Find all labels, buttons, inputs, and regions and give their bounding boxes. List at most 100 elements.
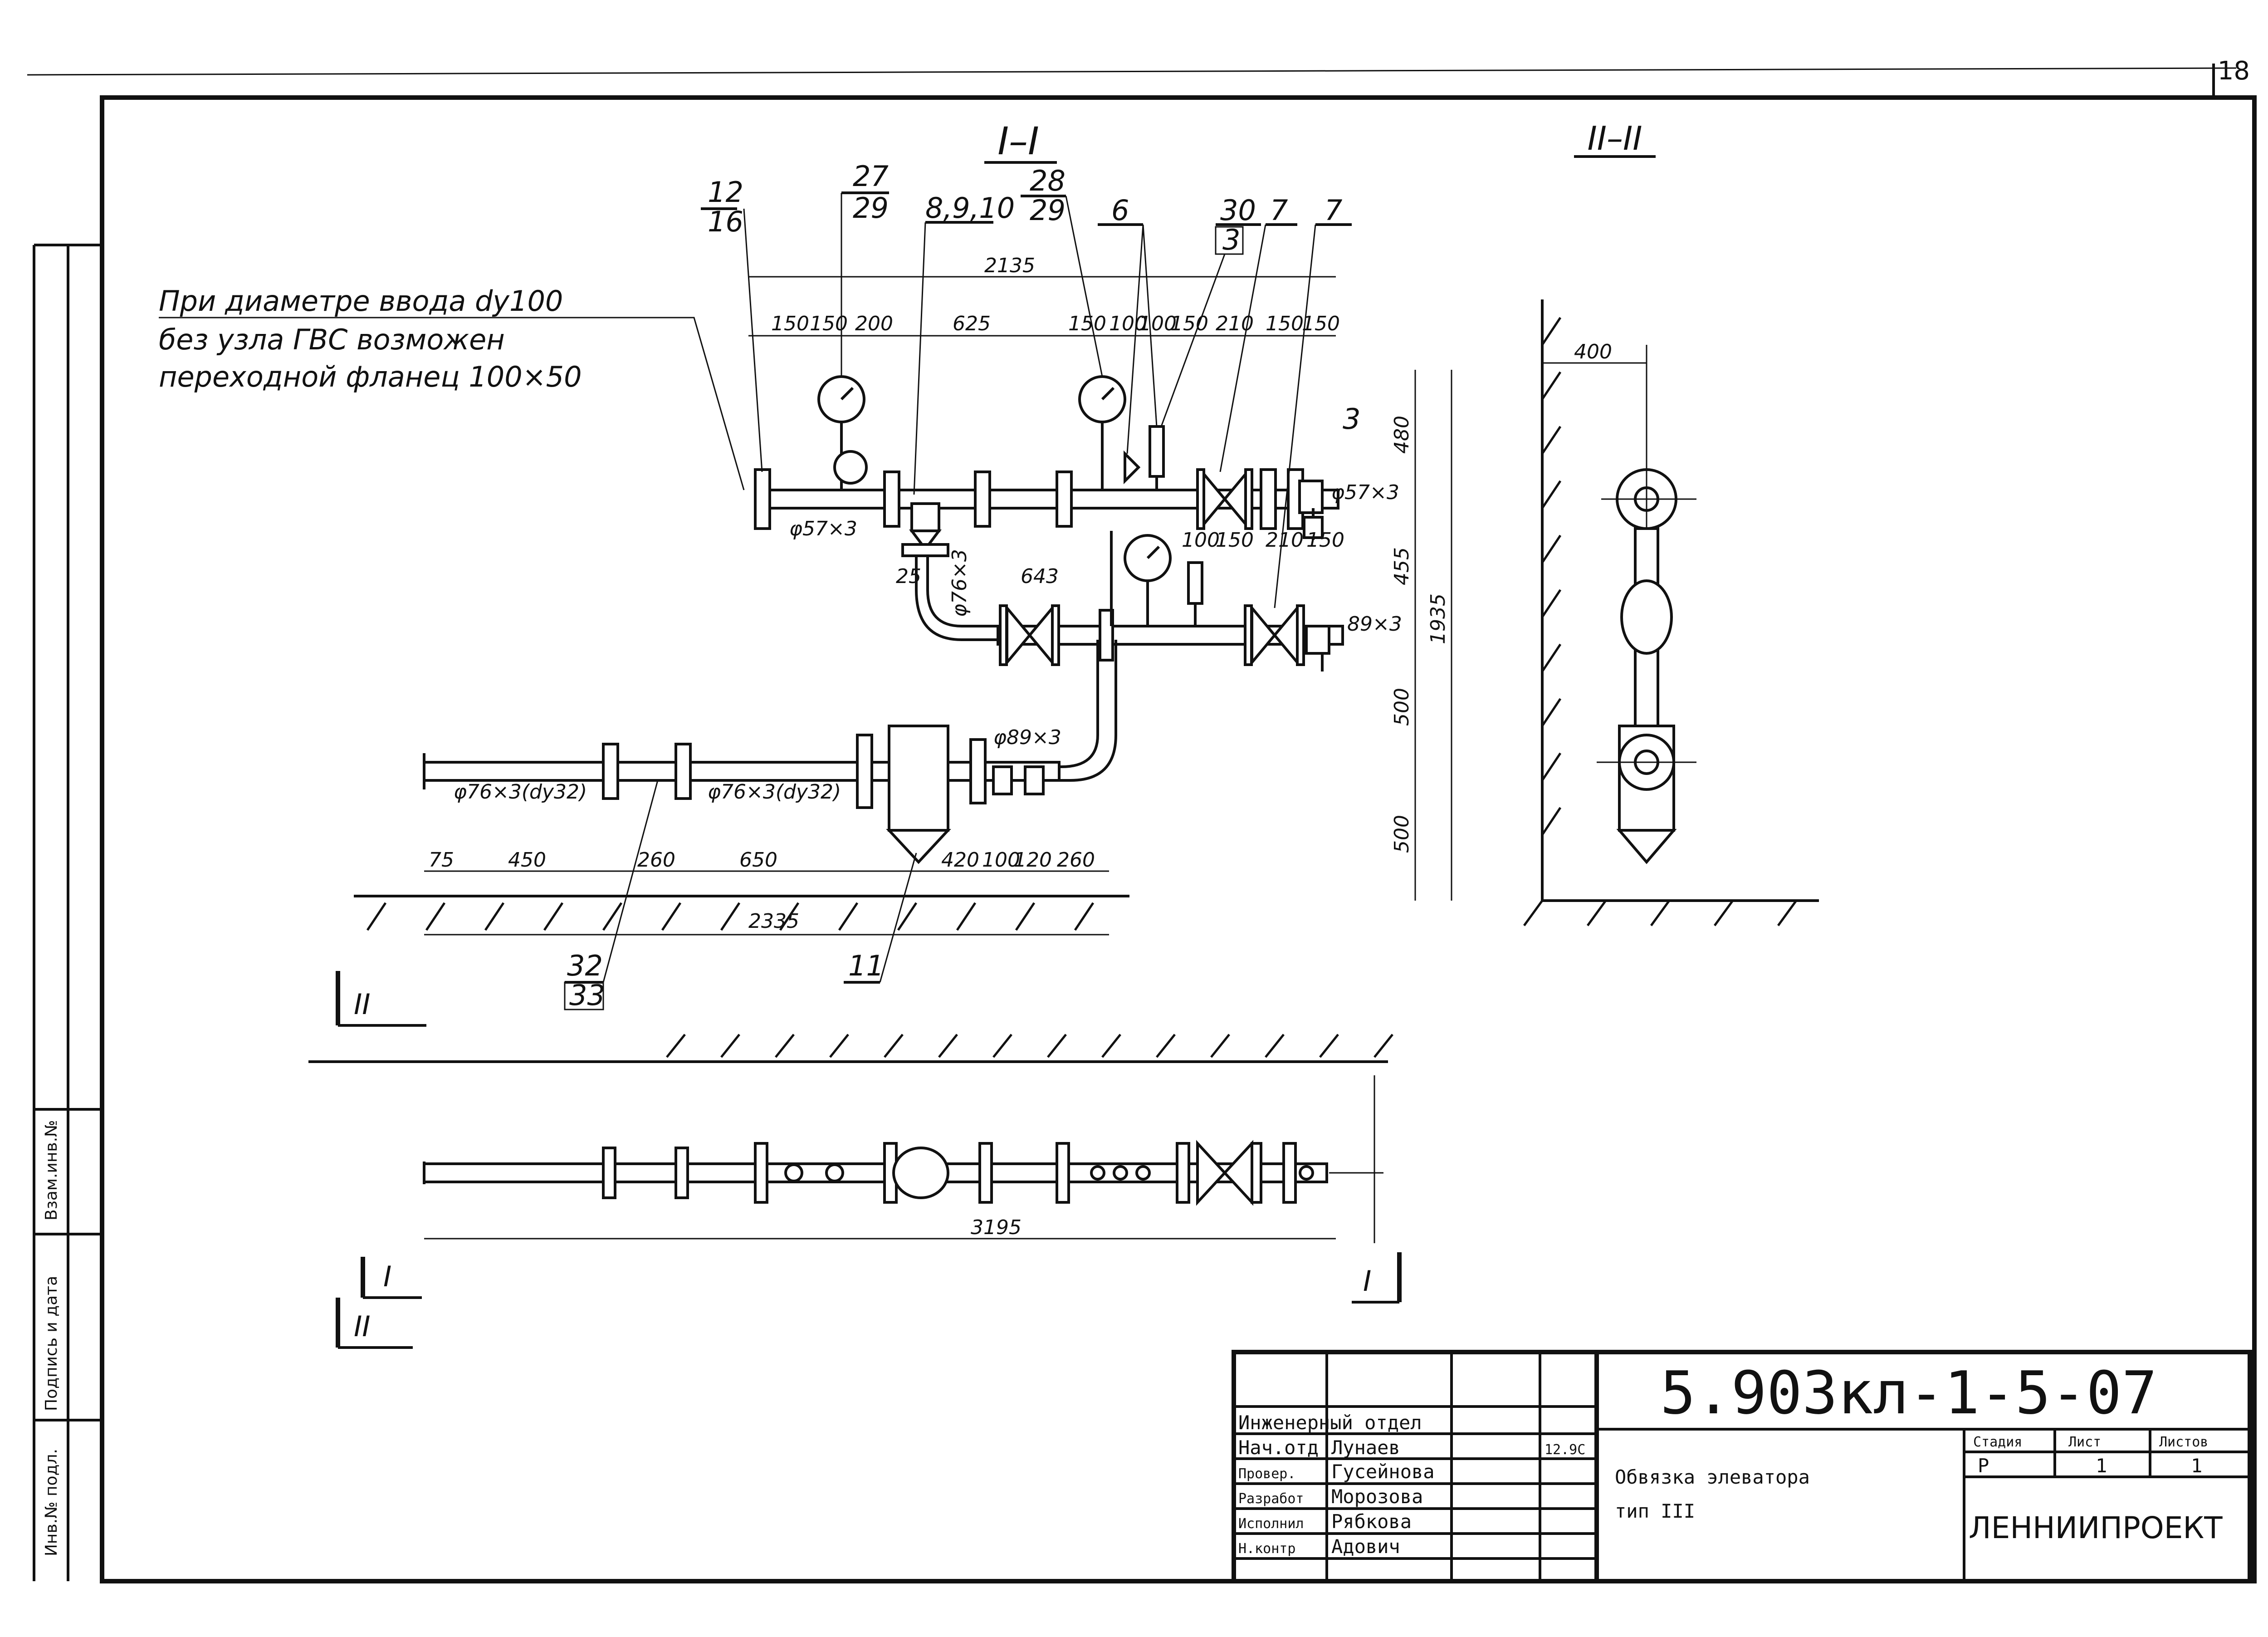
callout-32: 32: [567, 949, 603, 982]
side-stamp-inv: Инв.№ подл.: [42, 1449, 61, 1556]
title-line-1: Обвязка элеватора: [1615, 1466, 1810, 1488]
role-5: Н.контр: [1238, 1541, 1295, 1557]
callout-30: 30: [1220, 194, 1256, 227]
dim-260a: 260: [637, 848, 675, 872]
role-2: Провер.: [1238, 1466, 1295, 1482]
callout-29b: 29: [1030, 194, 1066, 227]
note-line-3: переходной фланец 100×50: [159, 360, 582, 393]
pipe-57a: φ57×3: [789, 517, 857, 540]
name-1: Лунаев: [1331, 1436, 1400, 1459]
date: 12.9С: [1545, 1442, 1585, 1458]
section-title-1: I–I: [997, 119, 1039, 163]
callout-12: 12: [708, 176, 743, 209]
callout-16: 16: [708, 205, 743, 238]
cut-mark-2-top: II: [354, 988, 371, 1021]
name-3: Морозова: [1331, 1485, 1423, 1508]
dim-260b: 260: [1057, 848, 1095, 872]
role-4: Исполнил: [1238, 1516, 1304, 1532]
pipe-76a: φ76×3: [948, 549, 971, 617]
sheet-value: 1: [2096, 1455, 2107, 1477]
dim-643: 643: [1021, 565, 1059, 588]
dim-100b: 100: [1139, 312, 1177, 335]
stage-label: Стадия: [1973, 1434, 2022, 1450]
dim-100a: 100: [1109, 312, 1147, 335]
dim-150f: 150: [1302, 312, 1340, 335]
callout-6: 6: [1111, 194, 1129, 227]
dim-150c: 150: [1068, 312, 1106, 335]
pipe-57b: φ57×3: [1331, 481, 1399, 504]
side-stamp-replace: Взам.инв.№: [42, 1120, 61, 1220]
dim-150h: 150: [1306, 529, 1344, 552]
page-number: 18: [2218, 56, 2250, 86]
side-stamp-sign: Подпись и дата: [42, 1276, 61, 1411]
department: Инженерный отдел: [1238, 1412, 1422, 1434]
upper-pipeline: [754, 375, 1339, 540]
cut-mark-1-left: I: [383, 1260, 391, 1293]
dim-480: 480: [1390, 416, 1413, 454]
position-callouts: 12 16 27 29 8,9,10 28 29 6 30 3 7 7 3 32: [564, 160, 1360, 1012]
note-line-1: При диаметре ввода dу100: [159, 284, 563, 318]
pipe-89b: φ89×3: [993, 726, 1061, 749]
dim-3195: 3195: [971, 1216, 1022, 1239]
name-5: Адович: [1331, 1535, 1400, 1558]
role-1: Нач.отд: [1238, 1436, 1319, 1459]
side-stamp: Инв.№ подл. Подпись и дата Взам.инв.№: [33, 244, 102, 1581]
lower-pipeline: [423, 725, 1061, 864]
sheets-label: Листов: [2159, 1434, 2208, 1450]
cut-marks: II I II I: [336, 971, 1402, 1349]
callout-7a: 7: [1270, 194, 1288, 227]
callout-27: 27: [853, 160, 889, 193]
dim-120: 120: [1014, 848, 1052, 872]
stage-value: Р: [1978, 1455, 1989, 1477]
name-4: Рябкова: [1331, 1510, 1412, 1533]
dim-210b: 210: [1266, 529, 1304, 552]
dim-2135: 2135: [984, 254, 1035, 277]
sheets-value: 1: [2191, 1455, 2202, 1477]
elevator-branch: [901, 502, 1116, 641]
title-block: 5.903кл-1-5-07 Инженерный отдел Нач.отд …: [1232, 1350, 2252, 1583]
sheet-label: Лист: [2068, 1434, 2101, 1450]
pipe-89a: 89×3: [1347, 613, 1402, 636]
pipe-76dy-a: φ76×3(dу32): [454, 780, 587, 804]
dim-75: 75: [429, 848, 454, 872]
title-line-2: тип III: [1615, 1500, 1695, 1522]
dim-500a: 500: [1390, 688, 1413, 726]
dim-100c: 100: [1182, 529, 1220, 552]
elevator-body: [888, 725, 949, 832]
name-2: Гусейнова: [1331, 1461, 1435, 1483]
cut-mark-2-left: II: [354, 1310, 371, 1343]
dim-455: 455: [1390, 547, 1413, 585]
dim-1935: 1935: [1427, 593, 1450, 644]
floor-hatch-elevation: [354, 895, 1129, 931]
dim-450: 450: [508, 848, 546, 872]
role-3: Разработ: [1238, 1491, 1304, 1507]
note-block: При диаметре ввода dу100 без узла ГВС во…: [159, 284, 745, 490]
callout-11: 11: [848, 949, 884, 982]
dim-400: 400: [1574, 340, 1612, 363]
dim-500b: 500: [1390, 815, 1413, 853]
dim-2335: 2335: [748, 910, 799, 933]
note-line-2: без узла ГВС возможен: [159, 323, 505, 356]
dim-650: 650: [739, 848, 777, 872]
dim-150g: 150: [1216, 529, 1254, 552]
callout-7b: 7: [1325, 194, 1342, 227]
dim-420: 420: [941, 848, 979, 872]
callout-3: 3: [1343, 402, 1360, 436]
designation: 5.903кл-1-5-07: [1660, 1358, 2157, 1427]
plan-view: 3195: [308, 1034, 1393, 1243]
dim-150a: 150: [771, 312, 809, 335]
drawing-frame: 18: [27, 56, 2257, 1583]
dim-150e: 150: [1266, 312, 1304, 335]
callout-29a: 29: [853, 191, 889, 225]
dimensions-elevation: 2135 150 150 200 625 150 100 100 150 210…: [424, 254, 1452, 936]
dim-625: 625: [953, 312, 991, 335]
pipe-76dy-b: φ76×3(dу32): [708, 780, 841, 804]
callout-33: 33: [569, 979, 605, 1012]
dim-100d: 100: [982, 848, 1020, 872]
callout-3-box: 3: [1222, 223, 1240, 256]
side-view-section-2: 400: [1523, 299, 1819, 926]
callout-8910: 8,9,10: [925, 191, 1015, 225]
dim-25: 25: [896, 565, 921, 588]
callout-28: 28: [1030, 164, 1066, 197]
